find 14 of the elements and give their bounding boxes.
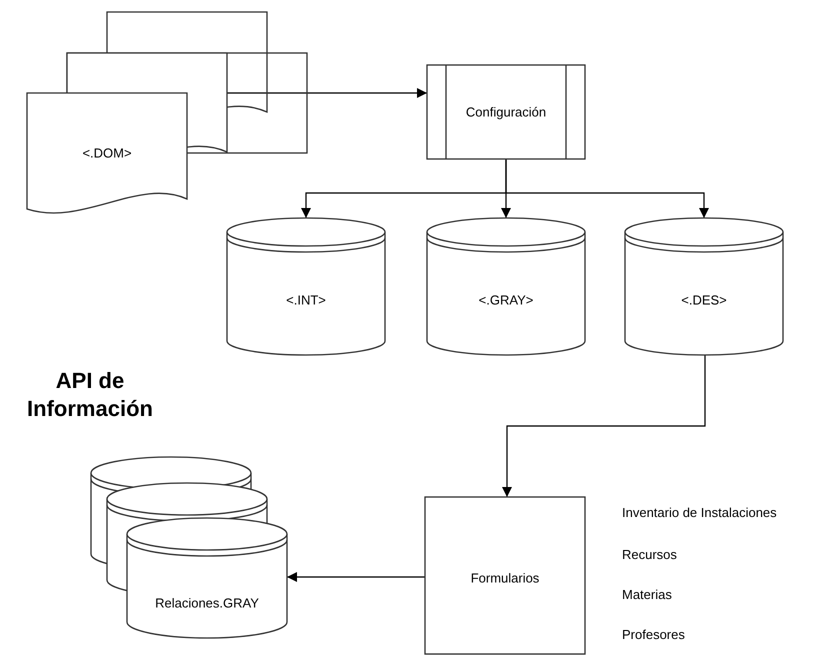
process-box [427, 65, 585, 159]
side-note: Recursos [622, 547, 677, 562]
database-stack [91, 457, 287, 639]
diagram-title: API de Información [26, 367, 154, 423]
process-box [425, 497, 585, 654]
node-label: Formularios [470, 570, 540, 586]
arrow [505, 159, 709, 218]
side-note: Profesores [622, 627, 685, 642]
arrow [502, 355, 706, 497]
arrow [287, 572, 425, 582]
side-note: Materias [622, 587, 672, 602]
node-label: Relaciones.GRAY [155, 596, 259, 610]
side-note: Inventario de Instalaciones [622, 505, 777, 520]
node-label: Configuración [466, 104, 546, 120]
